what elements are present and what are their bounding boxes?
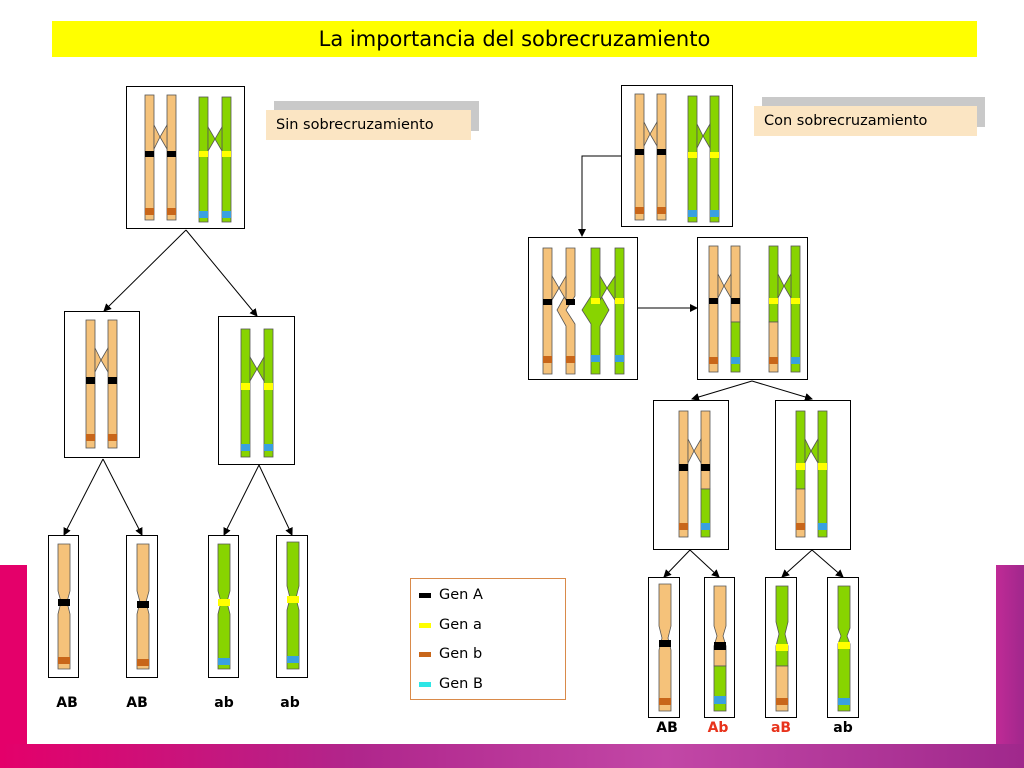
legend-item: Gen B — [419, 676, 483, 692]
gamete-box — [126, 535, 158, 678]
daughter-cell-box — [218, 316, 295, 465]
bottom-accent-band — [0, 744, 1024, 768]
genotype-label: AB — [126, 695, 148, 711]
gamete-box — [208, 535, 239, 678]
legend-swatch — [419, 681, 431, 687]
title-bar: La importancia del sobrecruzamiento — [52, 21, 977, 57]
arrow — [258, 464, 293, 536]
legend-label: Gen A — [439, 587, 483, 603]
arrow — [223, 464, 260, 536]
legend-swatch — [419, 592, 431, 598]
recombined-cell-box — [697, 237, 808, 380]
genotype-label: ab — [833, 720, 853, 736]
orange-chromosome — [144, 94, 177, 221]
daughter-cell-box — [64, 311, 140, 458]
genotype-label: AB — [656, 720, 678, 736]
legend-item: Gen b — [419, 646, 482, 662]
no-crossover-label: Sin sobrecruzamiento — [266, 110, 471, 140]
arrow — [578, 155, 621, 237]
arrow — [781, 549, 813, 578]
legend-item: Gen A — [419, 587, 483, 603]
legend-label: Gen a — [439, 617, 482, 633]
genotype-label: ab — [280, 695, 300, 711]
genotype-label-recombinant: aB — [770, 720, 792, 736]
gamete-box — [704, 577, 735, 718]
gamete-box — [276, 535, 308, 678]
crossover-cell-box — [528, 237, 638, 380]
left-accent-band — [0, 565, 27, 745]
chromosome-pair-illustration — [144, 94, 232, 223]
green-chromosome — [198, 96, 232, 223]
arrow — [103, 229, 187, 312]
daughter-cell-box — [775, 400, 851, 550]
arrow — [663, 549, 691, 578]
arrow — [102, 458, 143, 536]
page-title: La importancia del sobrecruzamiento — [318, 27, 711, 51]
arrow — [691, 380, 753, 401]
right-accent-band — [996, 565, 1024, 745]
arrow — [63, 458, 104, 536]
legend-swatch — [419, 622, 431, 628]
gamete-box — [827, 577, 859, 718]
parent-cell-box — [126, 86, 245, 229]
arrow — [689, 549, 720, 578]
gamete-box — [765, 577, 797, 718]
gamete-box — [648, 577, 680, 718]
legend-swatch — [419, 651, 431, 657]
legend-box: Gen A Gen a Gen b Gen B — [410, 578, 566, 700]
gamete-box — [48, 535, 79, 678]
legend-item: Gen a — [419, 617, 482, 633]
legend-label: Gen b — [439, 646, 483, 662]
genotype-label: ab — [214, 695, 234, 711]
arrow — [185, 229, 258, 317]
arrow — [811, 549, 844, 578]
genotype-label: AB — [56, 695, 78, 711]
legend-label: Gen B — [439, 676, 483, 692]
arrow — [751, 380, 813, 401]
daughter-cell-box — [653, 400, 729, 550]
genotype-label-recombinant: Ab — [707, 720, 729, 736]
parent-cell-box — [621, 85, 733, 227]
crossover-label: Con sobrecruzamiento — [754, 106, 977, 136]
